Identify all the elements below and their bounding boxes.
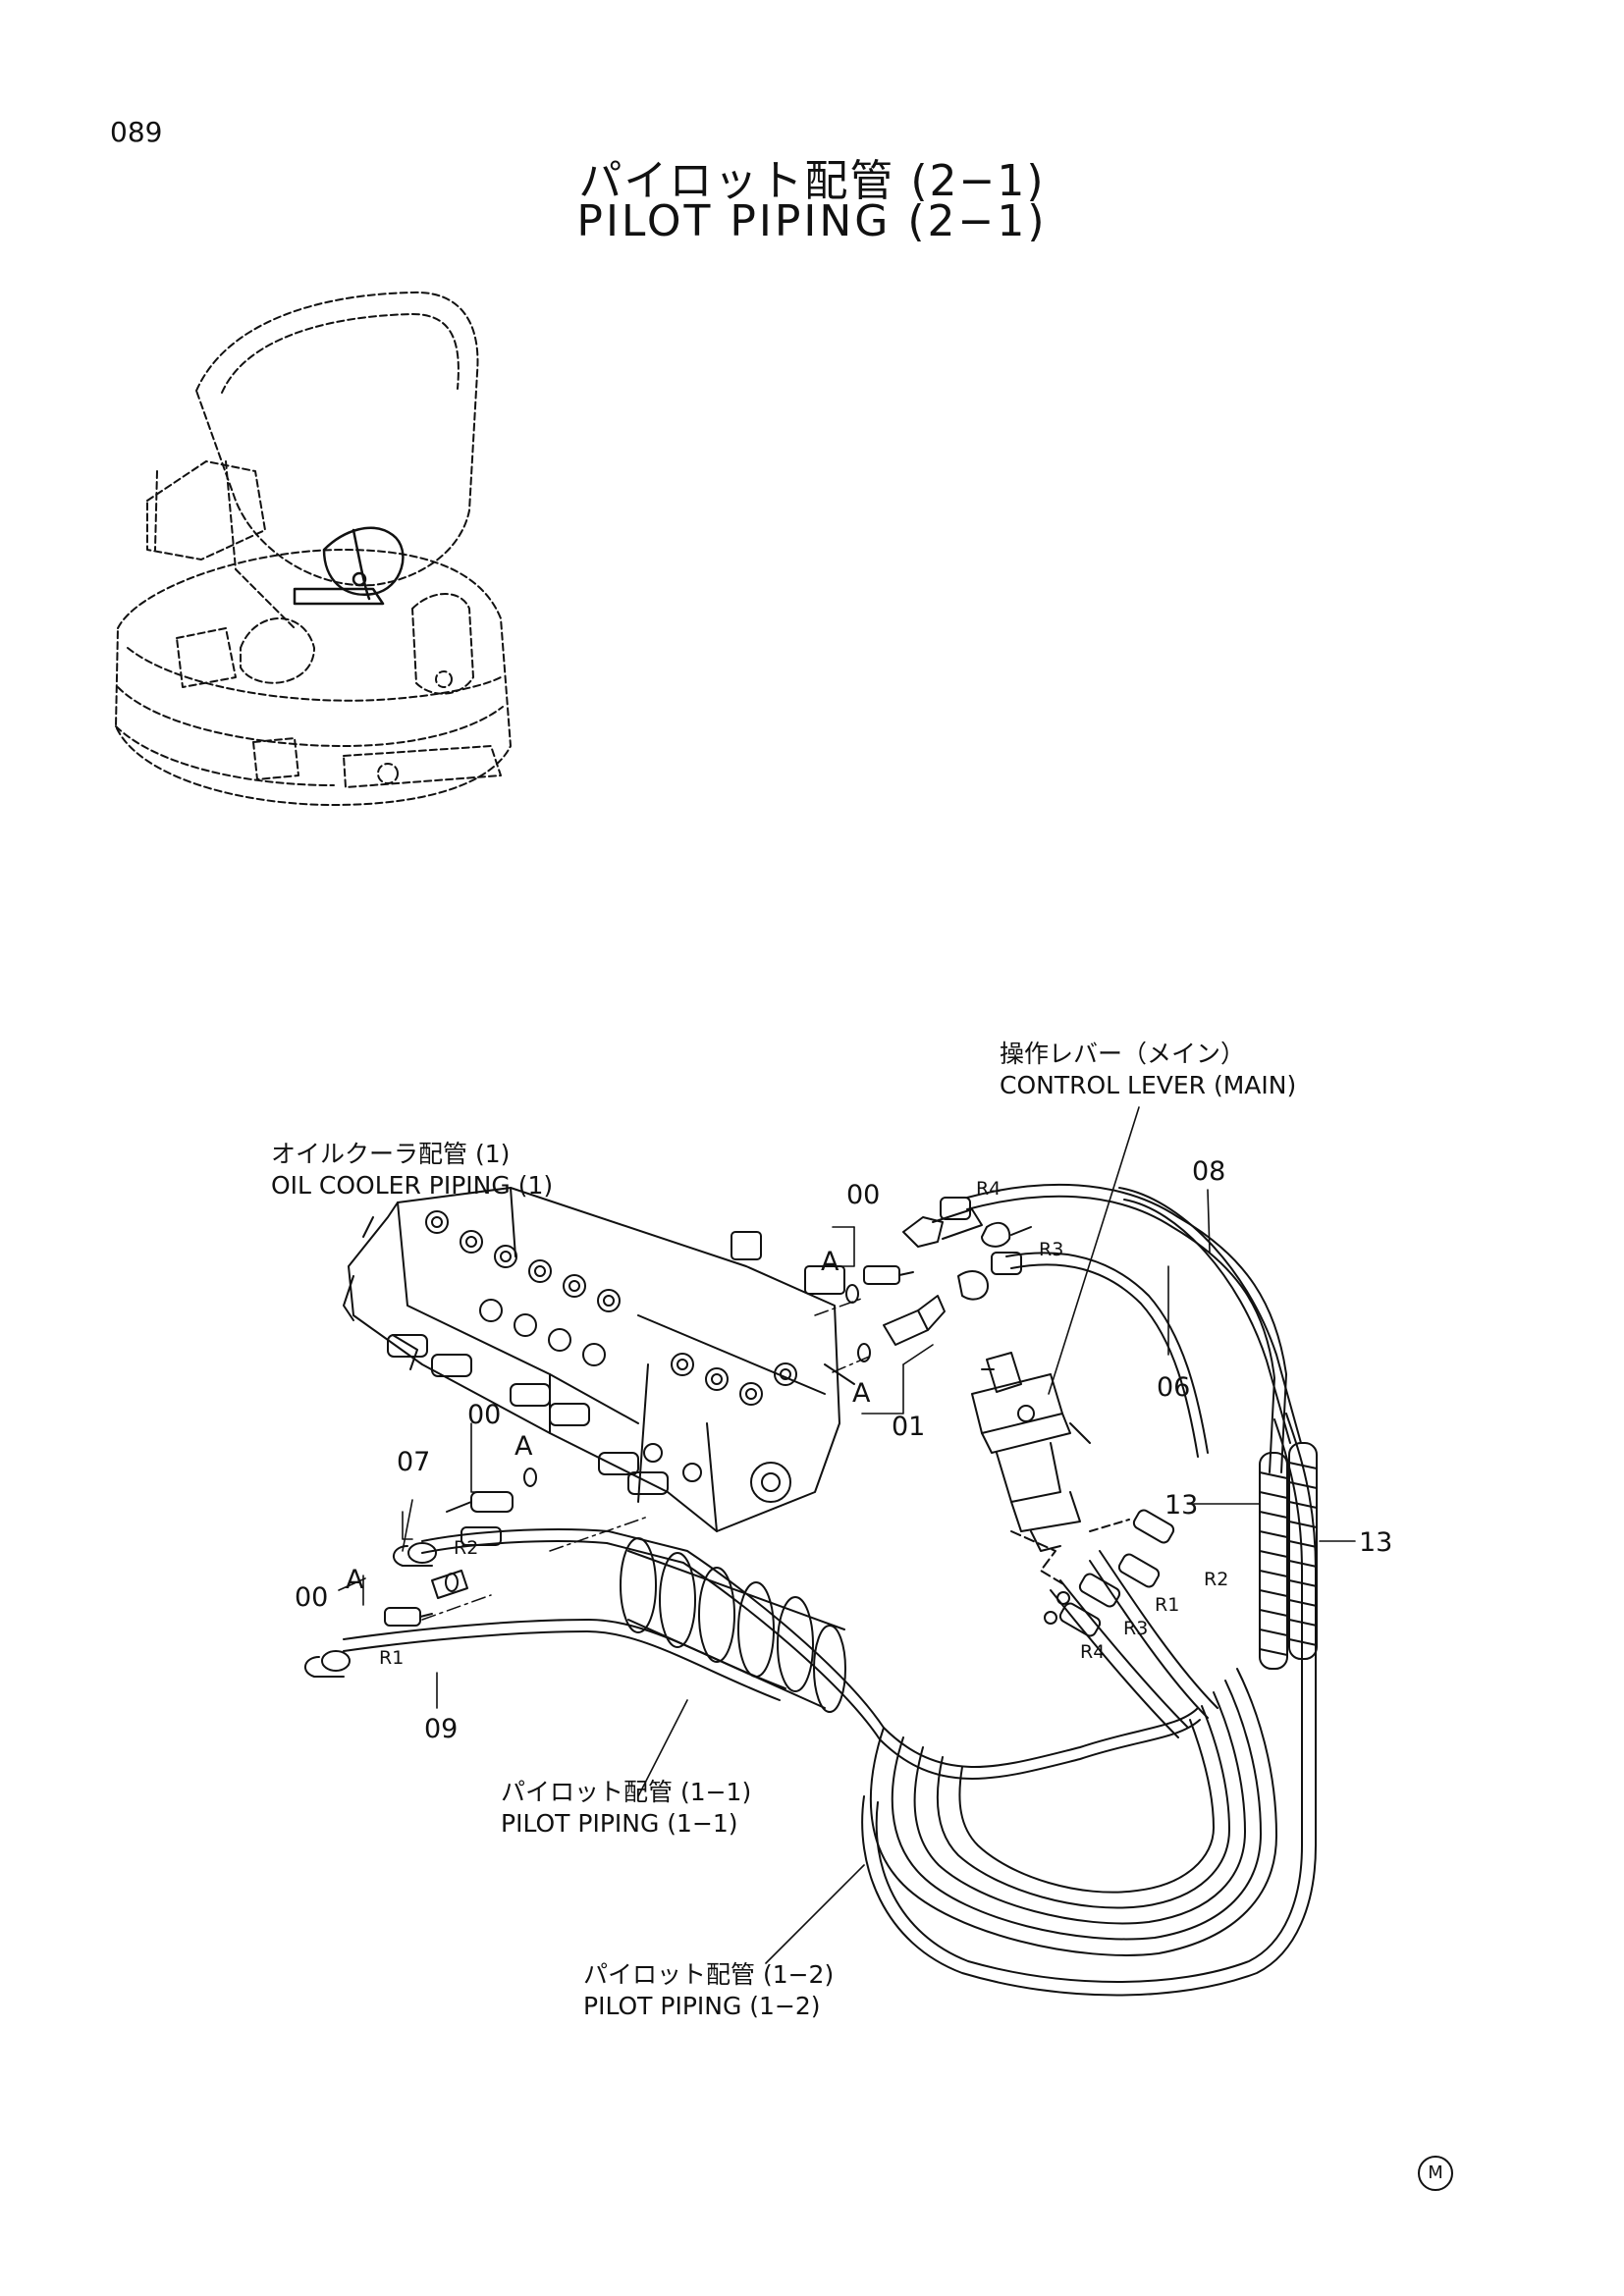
port-label-r1-right: R1	[1155, 1594, 1180, 1616]
part-number-07: 07	[397, 1447, 431, 1477]
spiral-wrap	[621, 1538, 845, 1712]
port-label-r3-right: R3	[1123, 1618, 1149, 1639]
part-number-09: 09	[424, 1714, 459, 1744]
control-valve-assembly	[344, 1188, 854, 1531]
pilot-piping-1-2-label-jp: パイロット配管 (1−2)	[583, 1960, 835, 1989]
fittings	[385, 1209, 1031, 1626]
page-number: 089	[110, 116, 163, 148]
pilot-piping-1-2-label-en: PILOT PIPING (1−2)	[583, 1992, 821, 2020]
lever-fittings	[1011, 1508, 1175, 1637]
part-number-08: 08	[1192, 1156, 1226, 1187]
page-title-japanese: パイロット配管 (2−1)	[578, 156, 1046, 206]
view-marker-a-left: A	[346, 1565, 364, 1595]
pilot-piping-1-1-label-jp: パイロット配管 (1−1)	[501, 1778, 752, 1806]
pilot-hoses	[344, 1185, 1316, 1996]
port-label-r4-top: R4	[976, 1178, 1001, 1200]
part-number-00-mid: 00	[467, 1400, 502, 1430]
part-number-00-top: 00	[846, 1180, 881, 1210]
machine-overview-illustration	[116, 293, 511, 805]
part-number-06: 06	[1157, 1372, 1191, 1403]
part-number-13-right: 13	[1359, 1527, 1393, 1558]
port-label-r1-left: R1	[379, 1647, 405, 1669]
part-number-00-left: 00	[295, 1582, 329, 1613]
port-label-r2-right: R2	[1204, 1569, 1229, 1590]
view-marker-a-right: A	[852, 1378, 871, 1409]
port-label-r3-top: R3	[1039, 1239, 1064, 1260]
view-marker-a-mid: A	[514, 1431, 533, 1462]
oil-cooler-label-en: OIL COOLER PIPING (1)	[271, 1171, 554, 1200]
part-number-01: 01	[892, 1412, 926, 1442]
port-label-r2-left: R2	[454, 1537, 479, 1559]
page-title-english: PILOT PIPING (2−1)	[576, 196, 1048, 246]
oil-cooler-label-jp: オイルクーラ配管 (1)	[271, 1140, 511, 1168]
footer-circled-mark: M	[1418, 2156, 1453, 2191]
view-marker-a-top: A	[821, 1247, 839, 1277]
port-label-r4-right: R4	[1080, 1641, 1106, 1663]
control-harness-highlight	[295, 528, 403, 604]
control-lever-main	[972, 1353, 1090, 1551]
hose-protector-coils	[1260, 1443, 1317, 1669]
leader-lines	[339, 1107, 1355, 1963]
control-lever-label-en: CONTROL LEVER (MAIN)	[1000, 1071, 1297, 1099]
control-lever-label-jp: 操作レバー（メイン）	[1000, 1040, 1246, 1068]
center-lines	[422, 1298, 874, 1620]
pilot-piping-1-1-label-en: PILOT PIPING (1−1)	[501, 1809, 738, 1838]
part-number-13-left: 13	[1164, 1490, 1199, 1521]
